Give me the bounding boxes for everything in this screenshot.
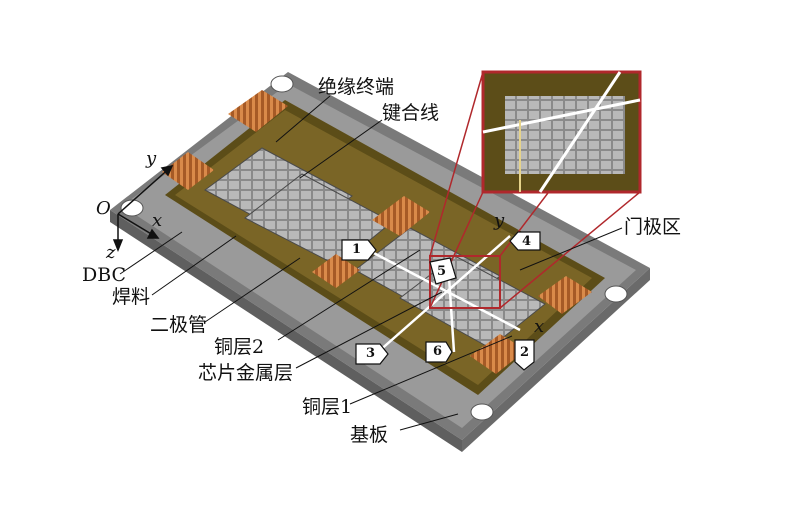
label-dbc: DBC — [82, 264, 127, 286]
marker-2-label: 2 — [520, 345, 530, 360]
marker-5-label: 5 — [437, 264, 447, 279]
marker-2 — [514, 339, 535, 371]
marker-1-label: 1 — [352, 242, 362, 257]
axis-x-label: x — [152, 210, 163, 231]
label-solder: 焊料 — [112, 286, 151, 308]
label-bond-wire: 键合线 — [382, 102, 440, 124]
label-insulation-terminal: 绝缘终端 — [318, 76, 395, 98]
axis-origin-label: O — [96, 198, 111, 219]
label-copper-layer-1: 铜层1 — [302, 396, 353, 418]
axis-y-label: y — [146, 148, 157, 169]
local-y-label: y — [494, 210, 505, 231]
gate-region-box — [429, 255, 501, 309]
path-markers — [341, 231, 541, 371]
marker-5 — [429, 257, 457, 285]
label-copper-layer-2: 铜层2 — [214, 336, 265, 358]
marker-6-label: 6 — [433, 344, 443, 359]
zoom-inset — [429, 70, 642, 309]
label-gate-region: 门极区 — [624, 216, 682, 238]
label-diode: 二极管 — [150, 314, 208, 336]
axis-z-label: z — [106, 242, 116, 263]
marker-1 — [341, 239, 377, 261]
marker-6 — [425, 341, 453, 363]
leader-lines — [119, 95, 623, 431]
mounting-holes — [120, 75, 628, 421]
copper-terminals — [162, 90, 592, 374]
label-chip-metal-layer: 芯片金属层 — [198, 362, 294, 384]
marker-4 — [509, 231, 541, 251]
local-x-label: x — [534, 316, 545, 337]
marker-4-label: 4 — [522, 234, 532, 249]
marker-3 — [355, 343, 389, 365]
marker-3-label: 3 — [366, 346, 376, 361]
label-baseplate: 基板 — [350, 424, 389, 446]
global-axes — [112, 164, 174, 253]
